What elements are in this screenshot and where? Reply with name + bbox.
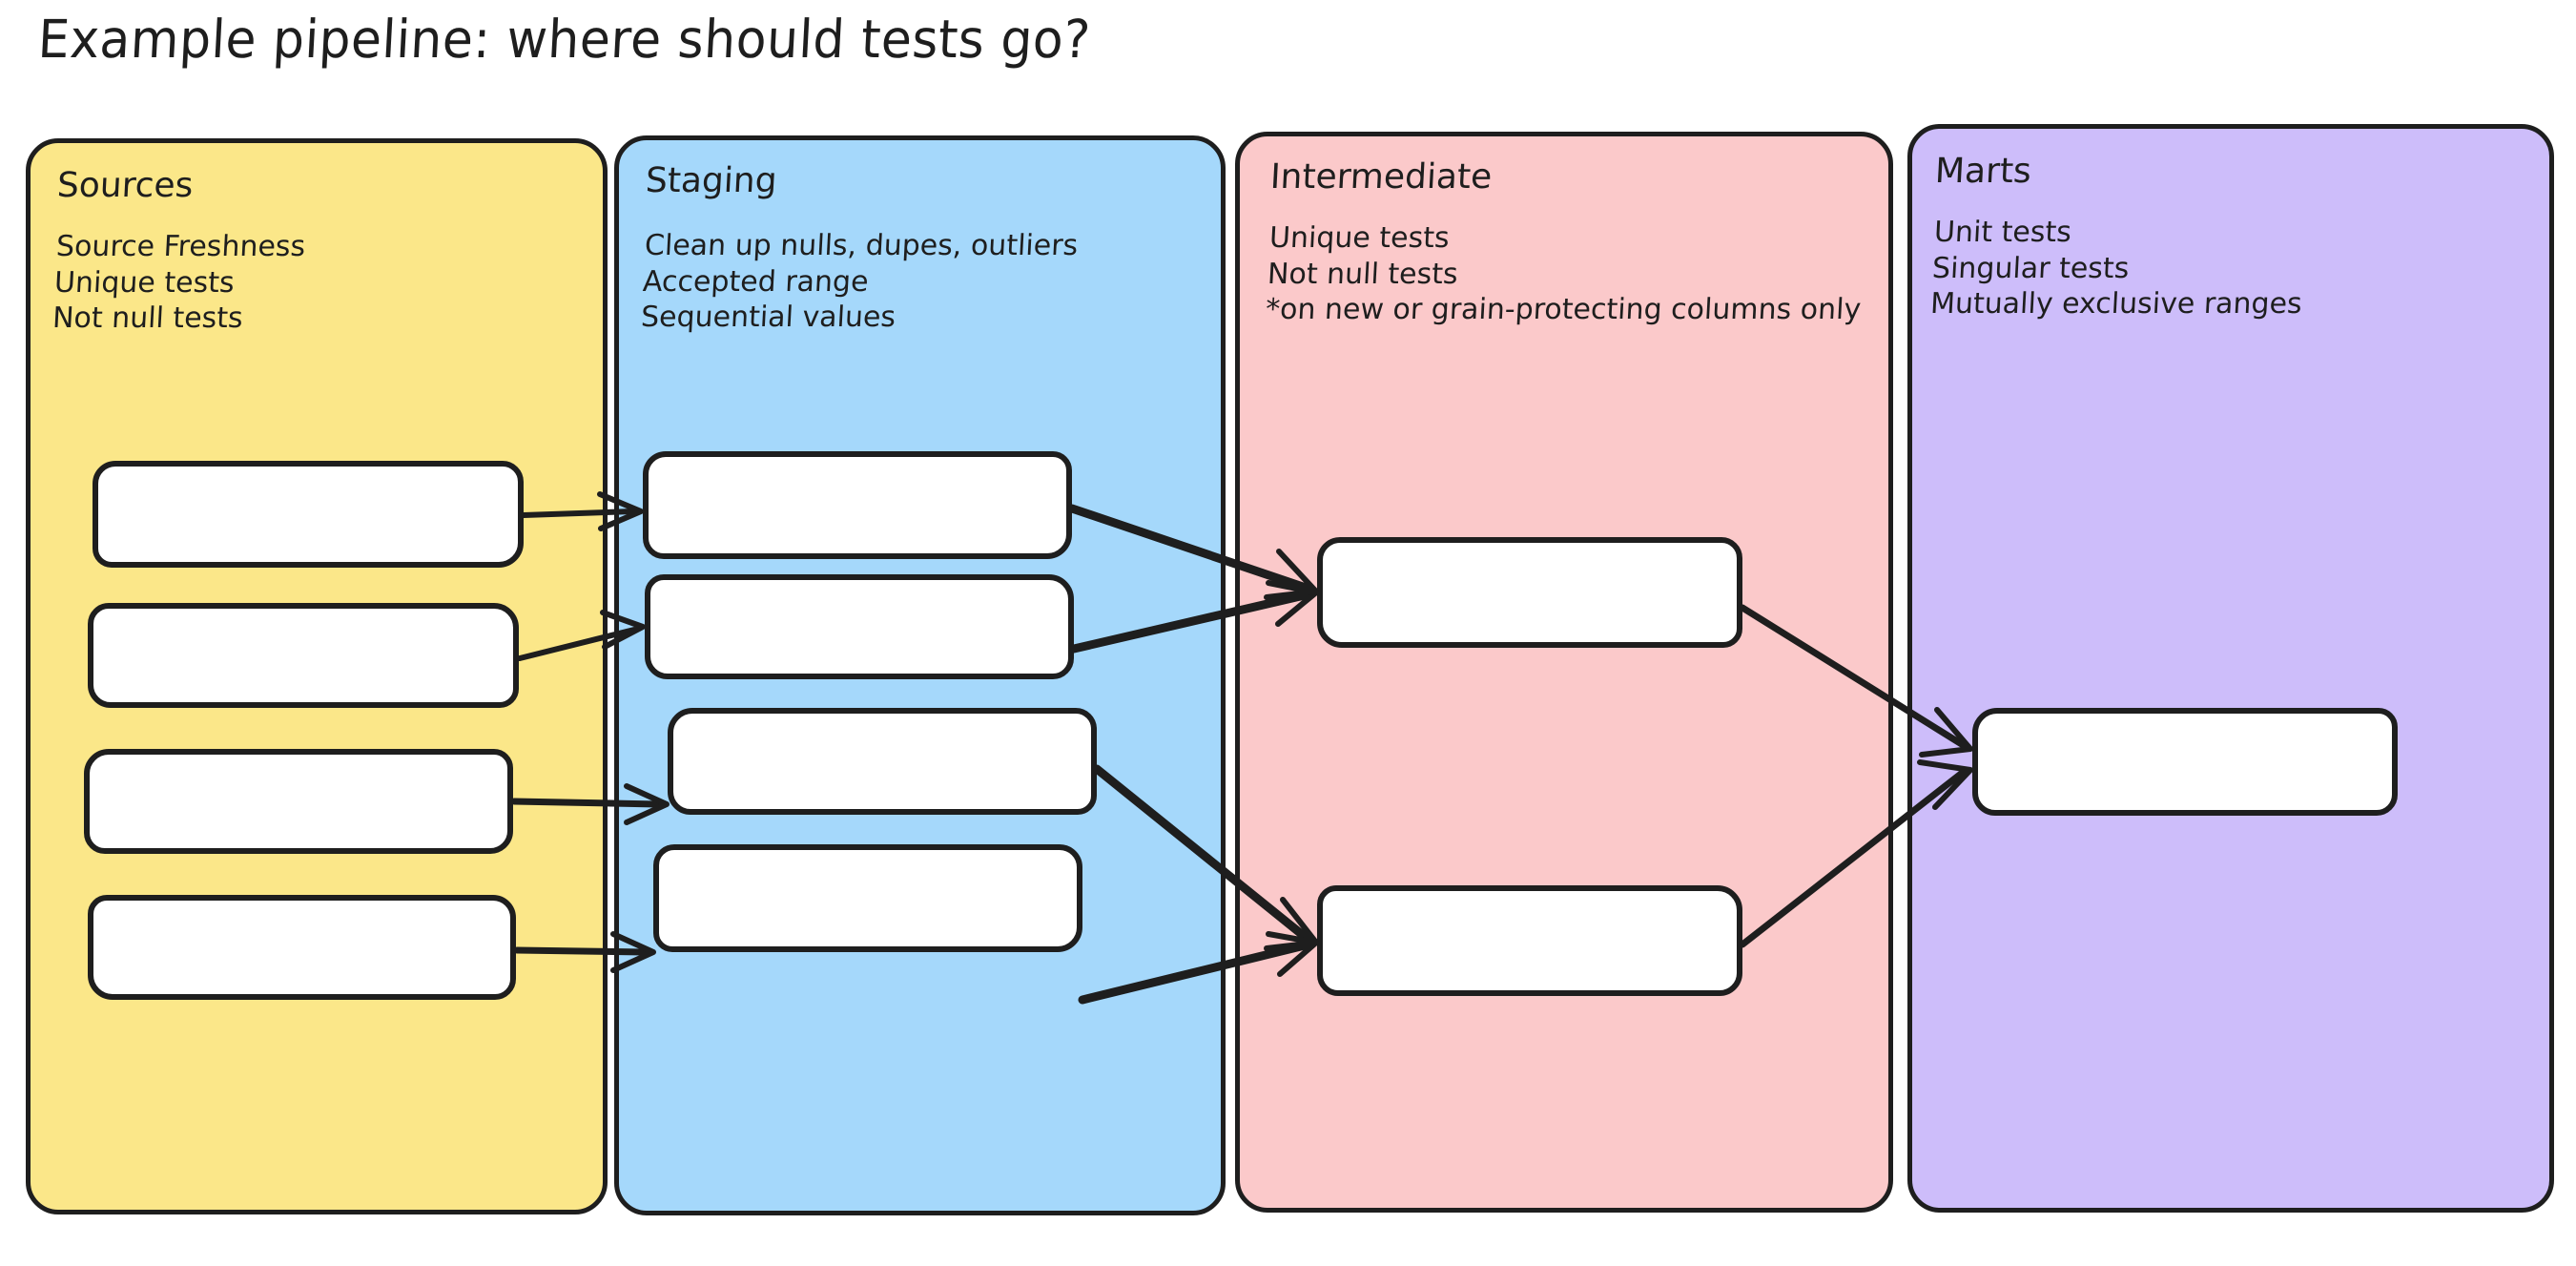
lane-desc-line: Unique tests — [1268, 221, 1451, 255]
lane-desc-line: Not null tests — [52, 301, 244, 335]
lane-title-intermediate: Intermediate — [1268, 157, 1494, 197]
lane-desc-line: Source Freshness — [55, 230, 307, 263]
lane-title-sources: Sources — [55, 166, 195, 205]
node-src-2[interactable] — [88, 603, 519, 708]
node-stg-3[interactable] — [668, 708, 1097, 815]
node-int-2[interactable] — [1317, 885, 1742, 996]
node-stg-1[interactable] — [643, 451, 1072, 559]
lane-desc-line: Not null tests — [1267, 257, 1459, 291]
lane-desc-intermediate: Unique tests Not null tests *on new or g… — [1265, 220, 1865, 328]
lane-desc-line: Unique tests — [53, 265, 236, 300]
lane-intermediate: Intermediate Unique tests Not null tests… — [1235, 132, 1893, 1213]
lane-desc-line: Unit tests — [1933, 216, 2072, 249]
lane-title-staging: Staging — [644, 161, 778, 200]
node-src-4[interactable] — [88, 895, 516, 1000]
lane-marts: Marts Unit tests Singular tests Mutually… — [1907, 124, 2554, 1213]
lane-desc-line: Sequential values — [640, 301, 896, 334]
lane-desc-staging: Clean up nulls, dupes, outliers Accepted… — [640, 228, 1079, 336]
lane-title-marts: Marts — [1933, 152, 2032, 191]
node-int-1[interactable] — [1317, 537, 1742, 648]
lane-desc-line: Singular tests — [1931, 251, 2131, 285]
lane-desc-line: Clean up nulls, dupes, outliers — [644, 229, 1080, 262]
node-stg-2[interactable] — [645, 574, 1074, 679]
page-title: Example pipeline: where should tests go? — [36, 10, 1093, 71]
lane-desc-line: *on new or grain-protecting columns only — [1265, 293, 1863, 326]
lane-desc-marts: Unit tests Singular tests Mutually exclu… — [1929, 215, 2306, 322]
node-src-1[interactable] — [93, 461, 524, 568]
lane-desc-line: Accepted range — [642, 264, 870, 299]
lane-desc-sources: Source Freshness Unique tests Not null t… — [52, 229, 306, 337]
lane-desc-line: Mutually exclusive ranges — [1929, 287, 2303, 321]
node-src-3[interactable] — [84, 749, 513, 854]
node-stg-4[interactable] — [653, 844, 1082, 952]
node-mart-1[interactable] — [1972, 708, 2398, 816]
